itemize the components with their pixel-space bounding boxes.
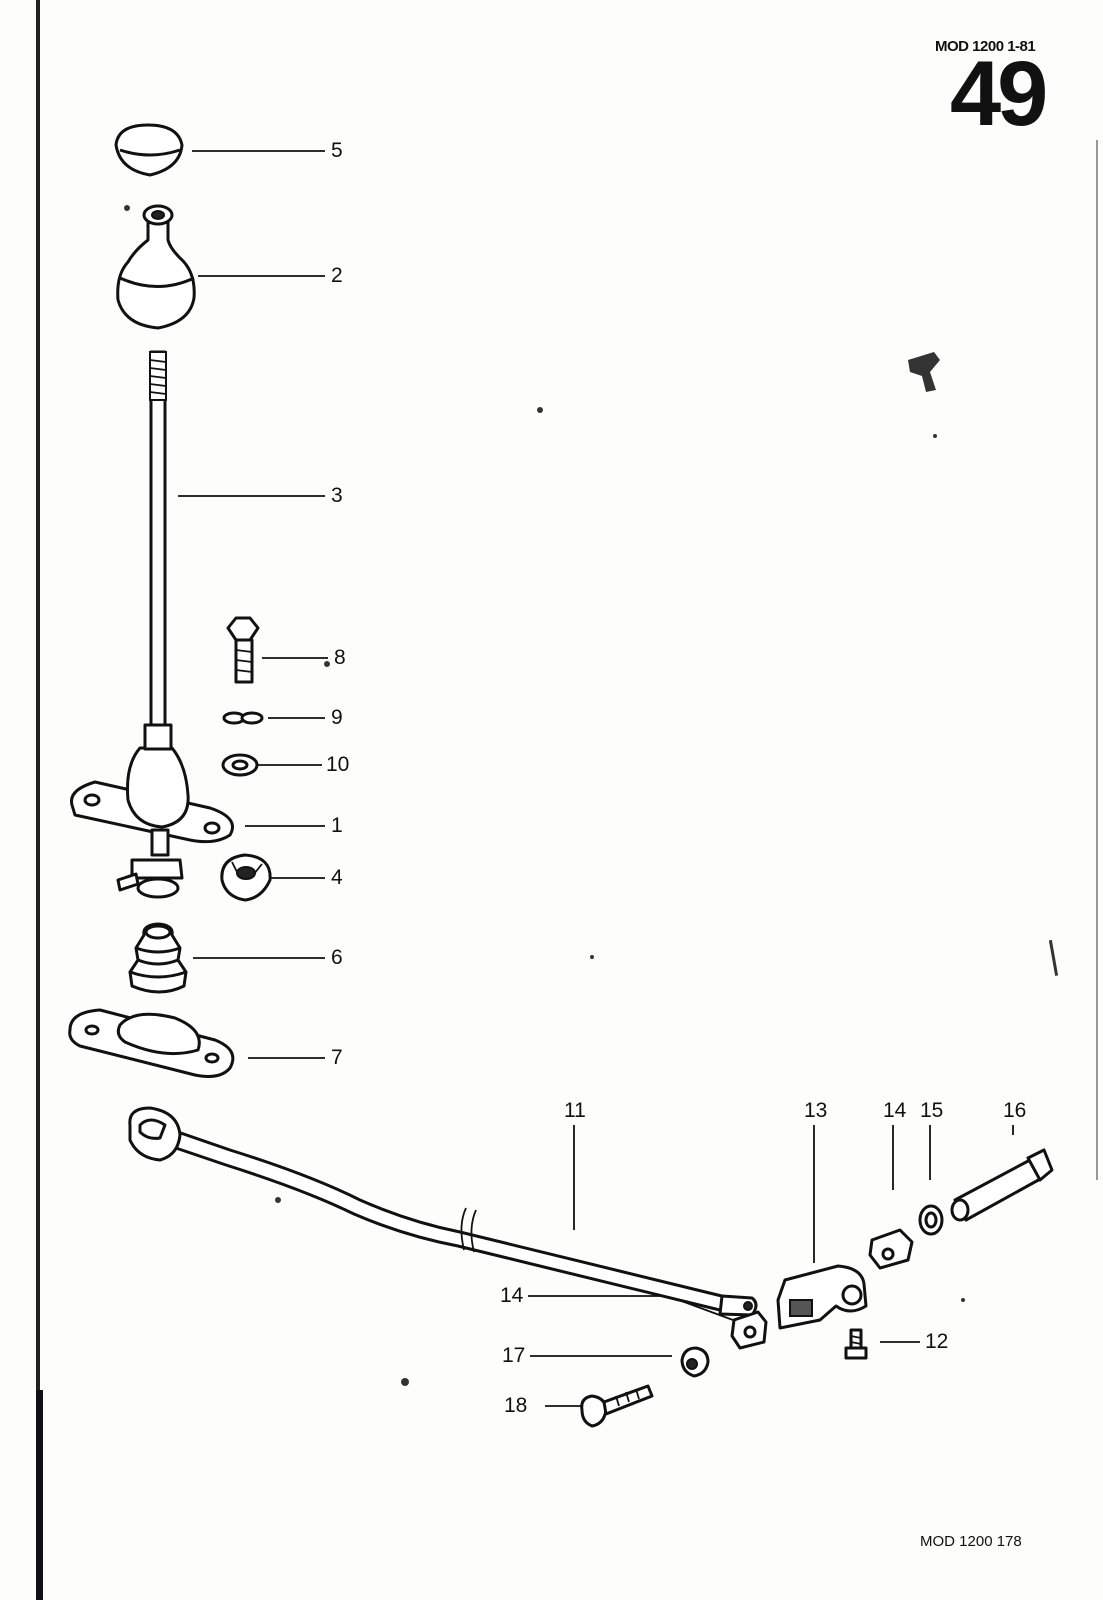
part-9-spring-clip: [222, 711, 264, 725]
callout-11: 11: [564, 1099, 586, 1122]
callout-10: 10: [326, 753, 350, 776]
part-2-gear-knob: [116, 204, 196, 330]
callout-5: 5: [331, 139, 343, 162]
callout-9: 9: [331, 706, 343, 729]
part-1-lever-housing: [69, 723, 234, 899]
callout-1: 1: [331, 814, 343, 837]
leader-lines: [178, 150, 1014, 1407]
part-6-rubber-boot: [128, 922, 188, 994]
callout-18: 18: [504, 1394, 528, 1417]
part-17-cap-nut: [680, 1346, 710, 1378]
part-14-clamp-upper: [868, 1228, 914, 1270]
callout-2: 2: [331, 264, 343, 287]
callout-4: 4: [331, 866, 343, 889]
part-16-bushing: [950, 1148, 1054, 1222]
part-18-hex-bolt: [580, 1384, 654, 1428]
callout-13: 13: [804, 1099, 828, 1122]
callout-8: 8: [334, 646, 346, 669]
callout-16: 16: [1003, 1099, 1027, 1122]
callout-7: 7: [331, 1046, 343, 1069]
part-10-washer: [221, 753, 259, 777]
part-5-knob-cap: [114, 123, 184, 177]
model-code: MOD 1200 1-81: [935, 38, 1036, 55]
binding-edge: [36, 0, 40, 1600]
callout-6: 6: [331, 946, 343, 969]
part-7-gasket: [68, 1008, 235, 1078]
callout-17: 17: [502, 1344, 526, 1367]
callout-15: 15: [920, 1099, 944, 1122]
part-12-screw: [844, 1328, 868, 1360]
part-11-shift-rod: [128, 1106, 758, 1317]
part-4-guide-cap: [220, 853, 272, 902]
part-15-washer: [918, 1204, 944, 1236]
binding-edge-shadow: [36, 1390, 43, 1600]
callout-12: 12: [925, 1330, 949, 1353]
part-13-coupling: [776, 1264, 868, 1330]
page-edge: [1096, 140, 1098, 1180]
scan-specks: [124, 205, 1059, 1386]
footer-reference: MOD 1200 178: [920, 1533, 1022, 1550]
callout-14-upper: 14: [883, 1099, 907, 1122]
part-14-clamp-lower: [730, 1310, 768, 1350]
callout-3: 3: [331, 484, 343, 507]
callout-14-lower: 14: [500, 1284, 524, 1307]
page-number: 49: [950, 43, 1048, 145]
part-3-gear-lever: [149, 350, 167, 744]
part-8-bolt: [226, 616, 260, 684]
